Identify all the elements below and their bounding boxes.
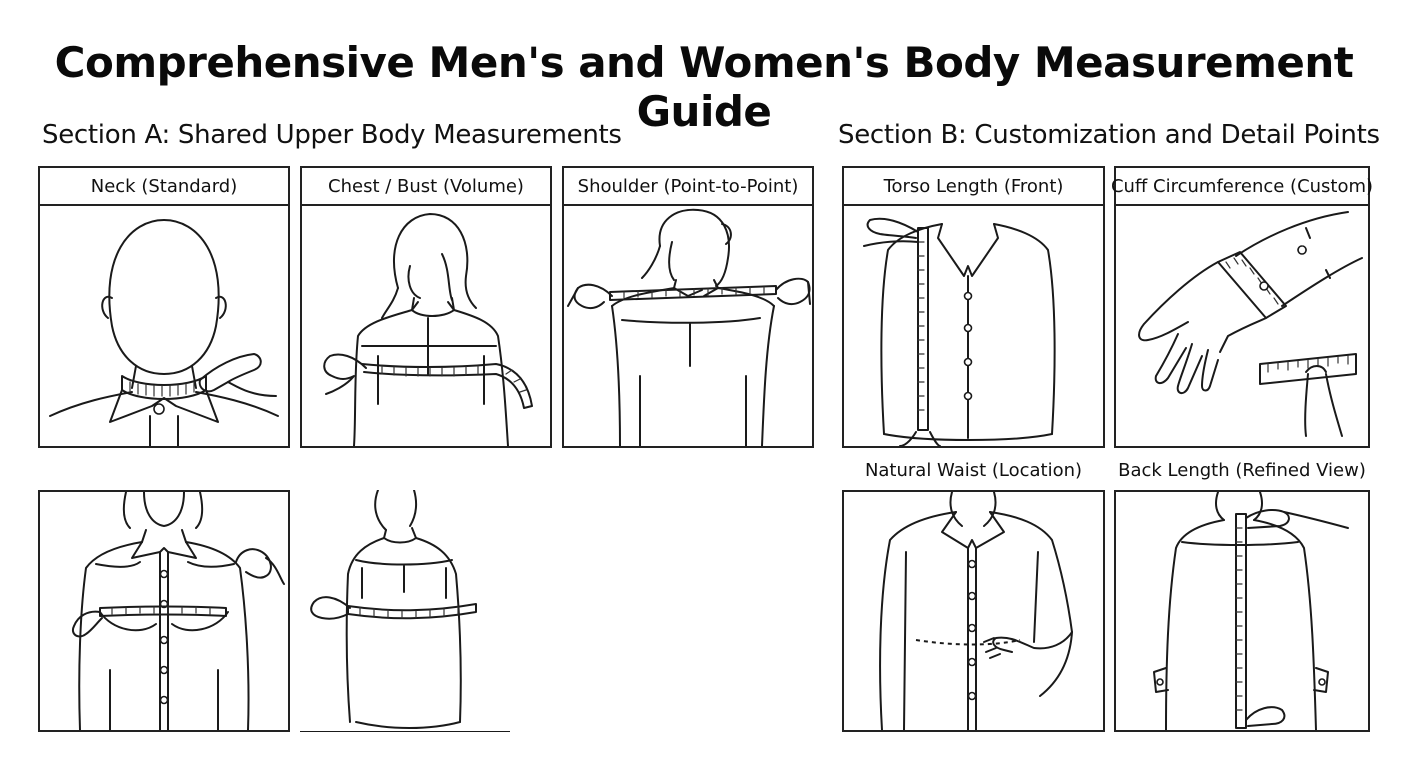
neck-panel: Neck (Standard)	[38, 166, 290, 448]
torso-length-illustration	[844, 206, 1103, 446]
section-b-heading: Section B: Customization and Detail Poin…	[838, 120, 1380, 150]
natural-waist-illustration	[844, 492, 1103, 730]
bust-front-illustration	[40, 492, 288, 730]
cuff-circumference-panel: Cuff Circumference (Custom)	[1111, 166, 1373, 448]
shoulder-panel-label: Shoulder (Point-to-Point)	[564, 168, 812, 206]
torso-length-panel: Torso Length (Front)	[842, 166, 1105, 448]
shoulder-illustration	[564, 206, 812, 446]
shoulder-panel: Shoulder (Point-to-Point)	[562, 166, 814, 448]
bust-front-panel	[38, 490, 290, 732]
page-title: Comprehensive Men's and Women's Body Mea…	[54, 38, 1354, 136]
back-length-illustration	[1116, 492, 1368, 730]
chest-bust-panel: Chest / Bust (Volume)	[300, 166, 552, 448]
chest-bust-illustration	[302, 206, 550, 446]
chest-bust-panel-label: Chest / Bust (Volume)	[302, 168, 550, 206]
back-length-panel	[1114, 490, 1370, 732]
neck-panel-label: Neck (Standard)	[40, 168, 288, 206]
cuff-circumference-panel-label: Cuff Circumference (Custom)	[1111, 168, 1373, 206]
back-length-label: Back Length (Refined View)	[1118, 460, 1366, 481]
section-a-heading: Section A: Shared Upper Body Measurement…	[42, 120, 622, 150]
bust-back-panel	[300, 490, 510, 732]
natural-waist-panel	[842, 490, 1105, 732]
natural-waist-label: Natural Waist (Location)	[864, 460, 1083, 481]
torso-length-panel-label: Torso Length (Front)	[844, 168, 1103, 206]
cuff-circumference-illustration	[1116, 206, 1368, 446]
neck-illustration	[40, 206, 288, 446]
bust-back-illustration	[300, 490, 510, 732]
